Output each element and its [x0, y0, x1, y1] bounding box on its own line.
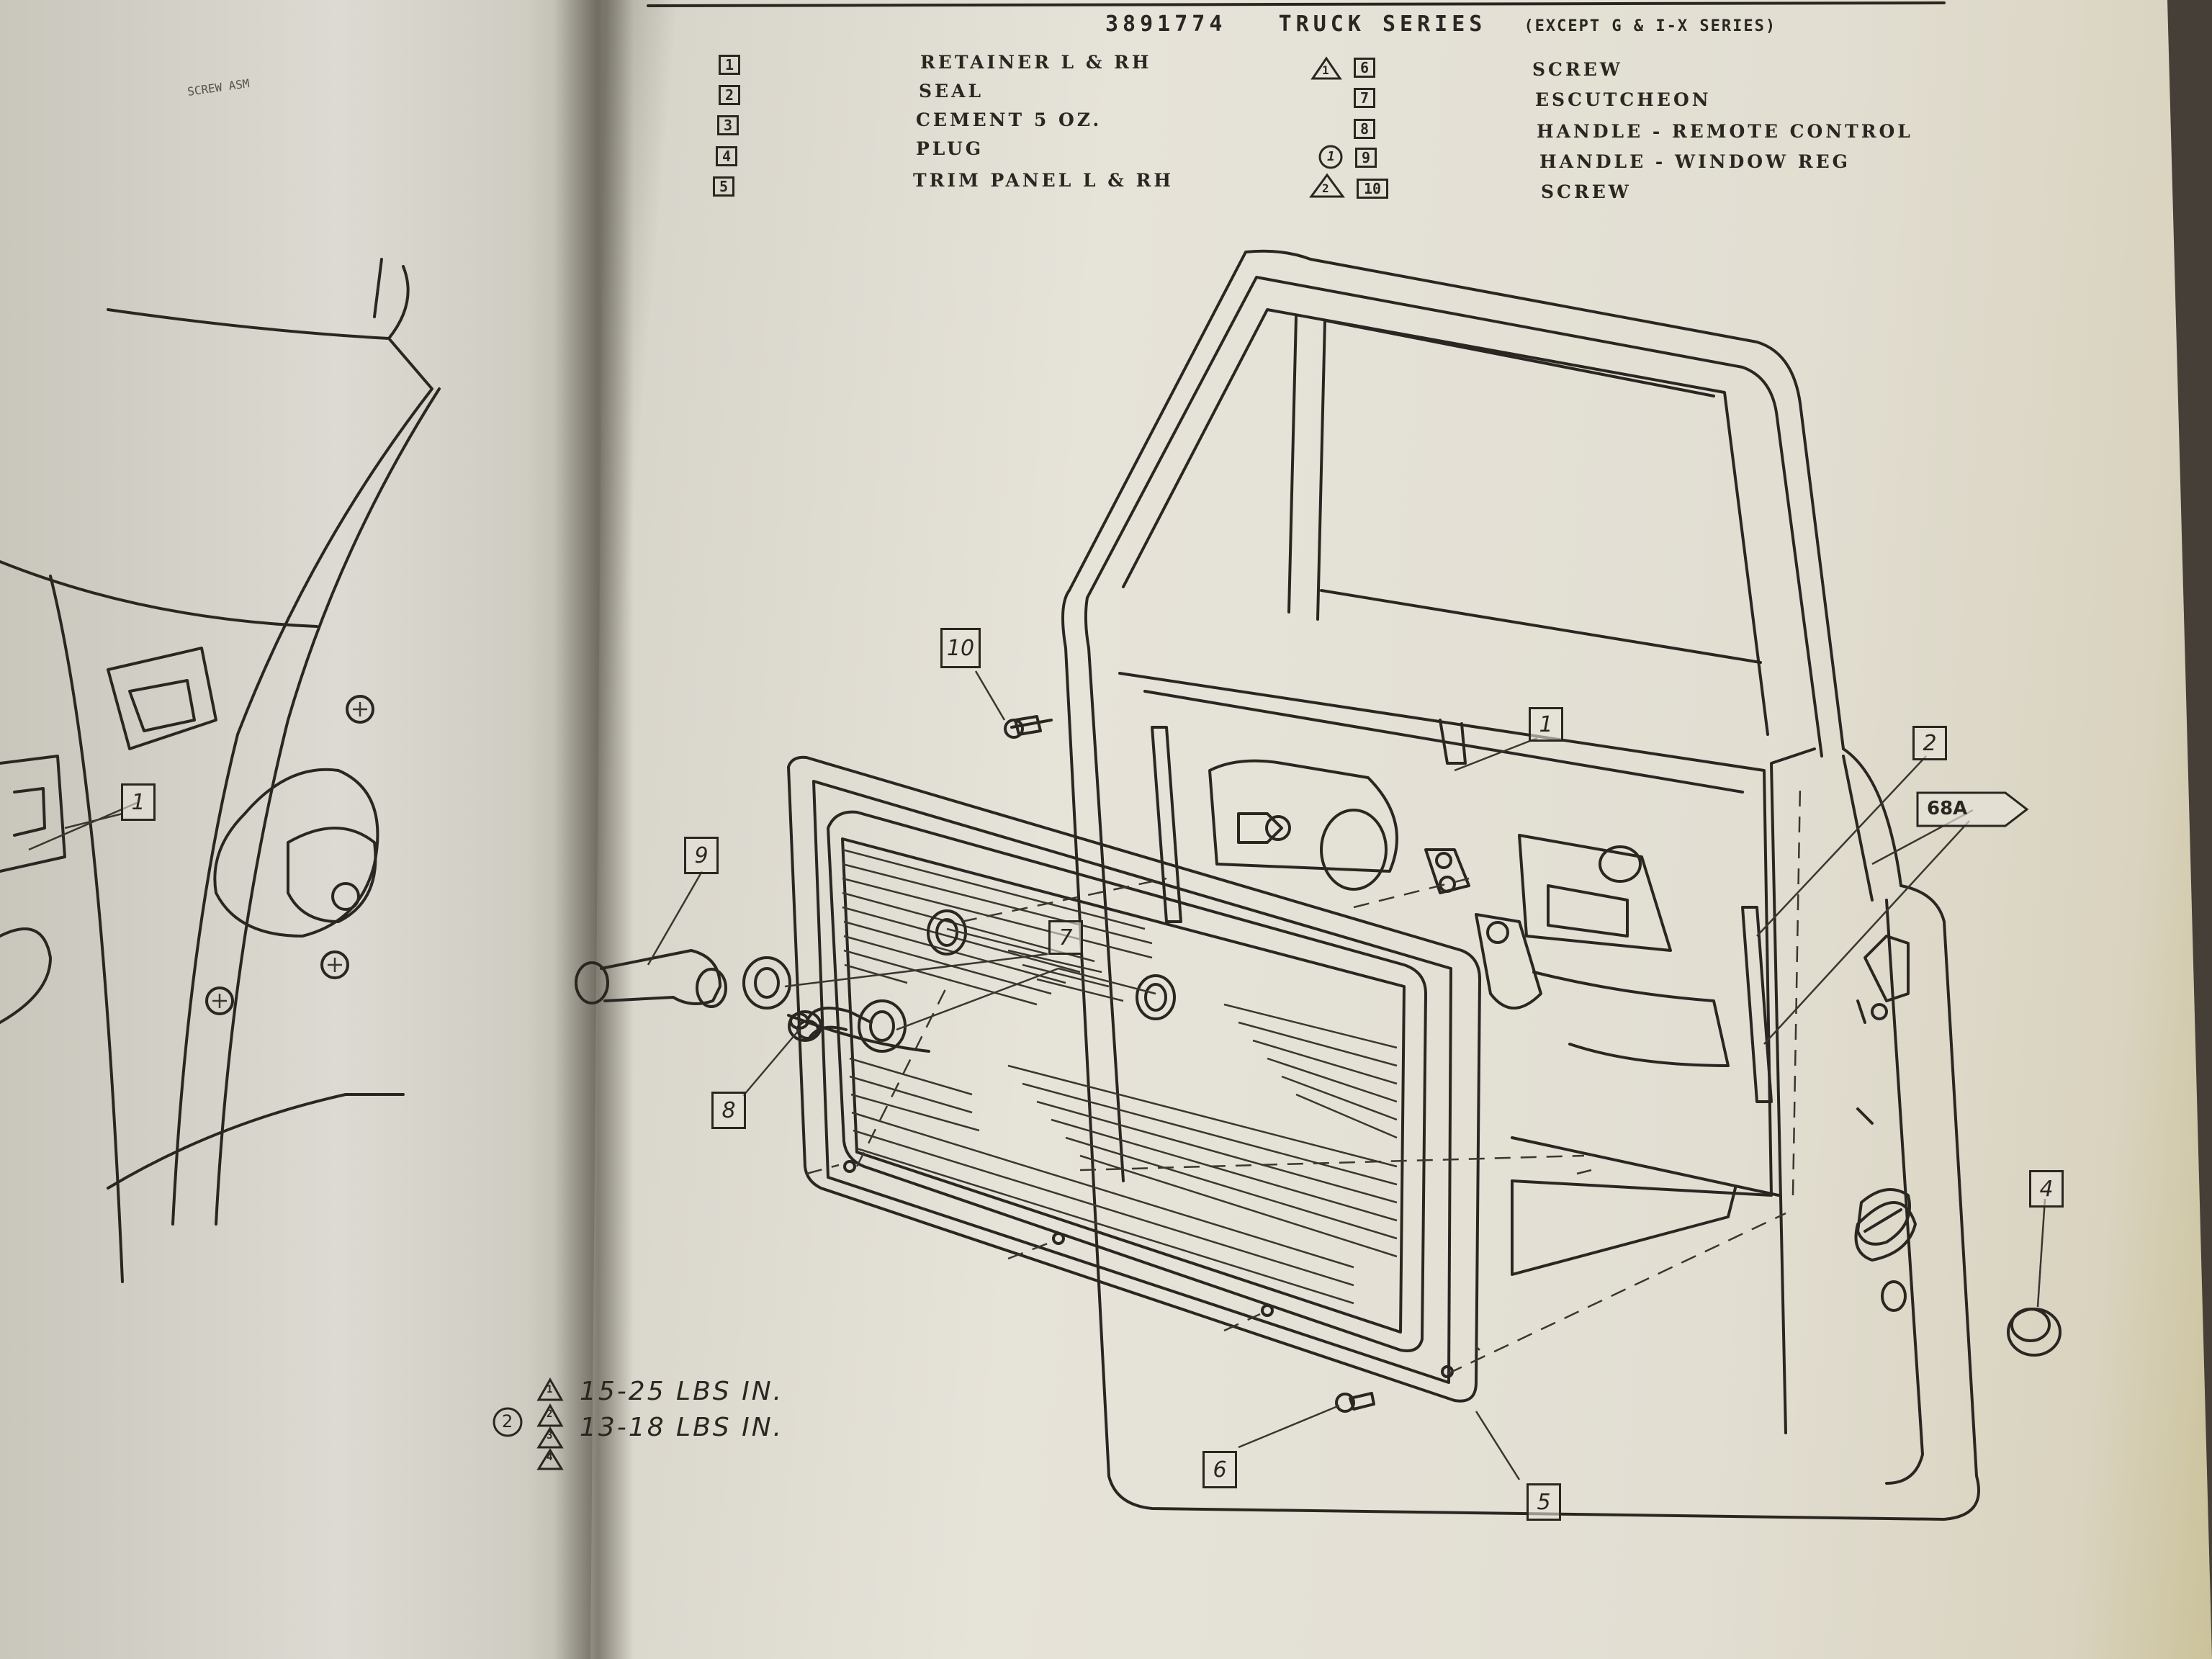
legend-num-8: 8	[1354, 119, 1375, 139]
legend-name-escutcheon: ESCUTCHEON	[1535, 89, 1712, 110]
legend-name-trim-panel: TRIM PANEL L & RH	[913, 170, 1174, 191]
part-number: 3891774	[1105, 12, 1227, 37]
left-callout-1: 1	[121, 783, 156, 821]
legend-num-1: 1	[719, 55, 740, 75]
legend-name-retainer: RETAINER L & RH	[920, 52, 1152, 73]
header-rule	[647, 1, 1946, 7]
callout-2: 2	[1912, 726, 1947, 760]
triangle-1-icon	[1310, 56, 1342, 80]
circle-1-icon	[1318, 145, 1343, 169]
callout-7: 7	[1048, 920, 1083, 955]
book-gutter	[554, 0, 634, 1659]
torque-tri-marker-2: 2	[547, 1408, 553, 1420]
legend-marker-tri-1: 1	[1322, 63, 1329, 77]
callout-5: 5	[1527, 1483, 1561, 1521]
triangle-2-icon	[1309, 173, 1345, 198]
torque-note-1: 15-25 LBS IN.	[580, 1377, 784, 1406]
loose-parts	[575, 715, 2062, 1413]
door-frame	[1061, 249, 1980, 1521]
reference-tag-label: 68A	[1927, 798, 1968, 819]
callout-8: 8	[711, 1092, 746, 1129]
legend-num-5: 5	[713, 176, 734, 197]
series-title: TRUCK SERIES	[1278, 12, 1487, 37]
torque-circle-icon	[493, 1407, 523, 1437]
torque-note-2: 13-18 LBS IN.	[580, 1413, 784, 1442]
callout-4: 4	[2029, 1170, 2064, 1208]
legend-marker-circ-1: 1	[1327, 149, 1335, 164]
legend-num-9: 9	[1355, 148, 1377, 168]
torque-tri-marker-3: 3	[547, 1430, 553, 1442]
callout-6: 6	[1202, 1451, 1237, 1488]
series-exception: (EXCEPT G & I-X SERIES)	[1524, 17, 1777, 35]
legend-name-cement: CEMENT 5 OZ.	[916, 109, 1102, 130]
trim-panel	[787, 755, 1802, 1403]
legend-name-window-handle: HANDLE - WINDOW REG	[1539, 151, 1851, 172]
series-header: 3891774 TRUCK SERIES (EXCEPT G & I-X SER…	[1105, 12, 1776, 37]
left-page-illustration	[0, 258, 441, 1283]
torque-circle-marker: 2	[502, 1411, 513, 1431]
reference-tag-68a	[1916, 791, 2029, 827]
legend-name-seal: SEAL	[919, 81, 984, 102]
legend-num-6: 6	[1354, 58, 1375, 78]
legend-num-2: 2	[719, 85, 740, 105]
callout-10: 10	[940, 628, 981, 668]
legend-num-7: 7	[1354, 88, 1375, 108]
legend-num-10: 10	[1357, 179, 1388, 199]
torque-triangles-icon	[536, 1377, 564, 1470]
legend-name-remote-handle: HANDLE - REMOTE CONTROL	[1537, 121, 1913, 142]
legend-name-screw-6: SCREW	[1532, 59, 1623, 80]
leader-lines	[28, 670, 2046, 1480]
callout-1: 1	[1529, 707, 1563, 742]
torque-tri-marker-1: 1	[547, 1384, 553, 1395]
left-book-page	[0, 0, 619, 1659]
legend-num-4: 4	[716, 146, 737, 166]
legend-num-3: 3	[717, 115, 739, 135]
callout-9: 9	[684, 837, 719, 874]
torque-tri-marker-4: 4	[547, 1452, 553, 1463]
legend-marker-tri-2: 2	[1322, 181, 1329, 195]
legend-name-plug: PLUG	[916, 138, 984, 159]
legend-name-screw-10: SCREW	[1541, 181, 1632, 202]
